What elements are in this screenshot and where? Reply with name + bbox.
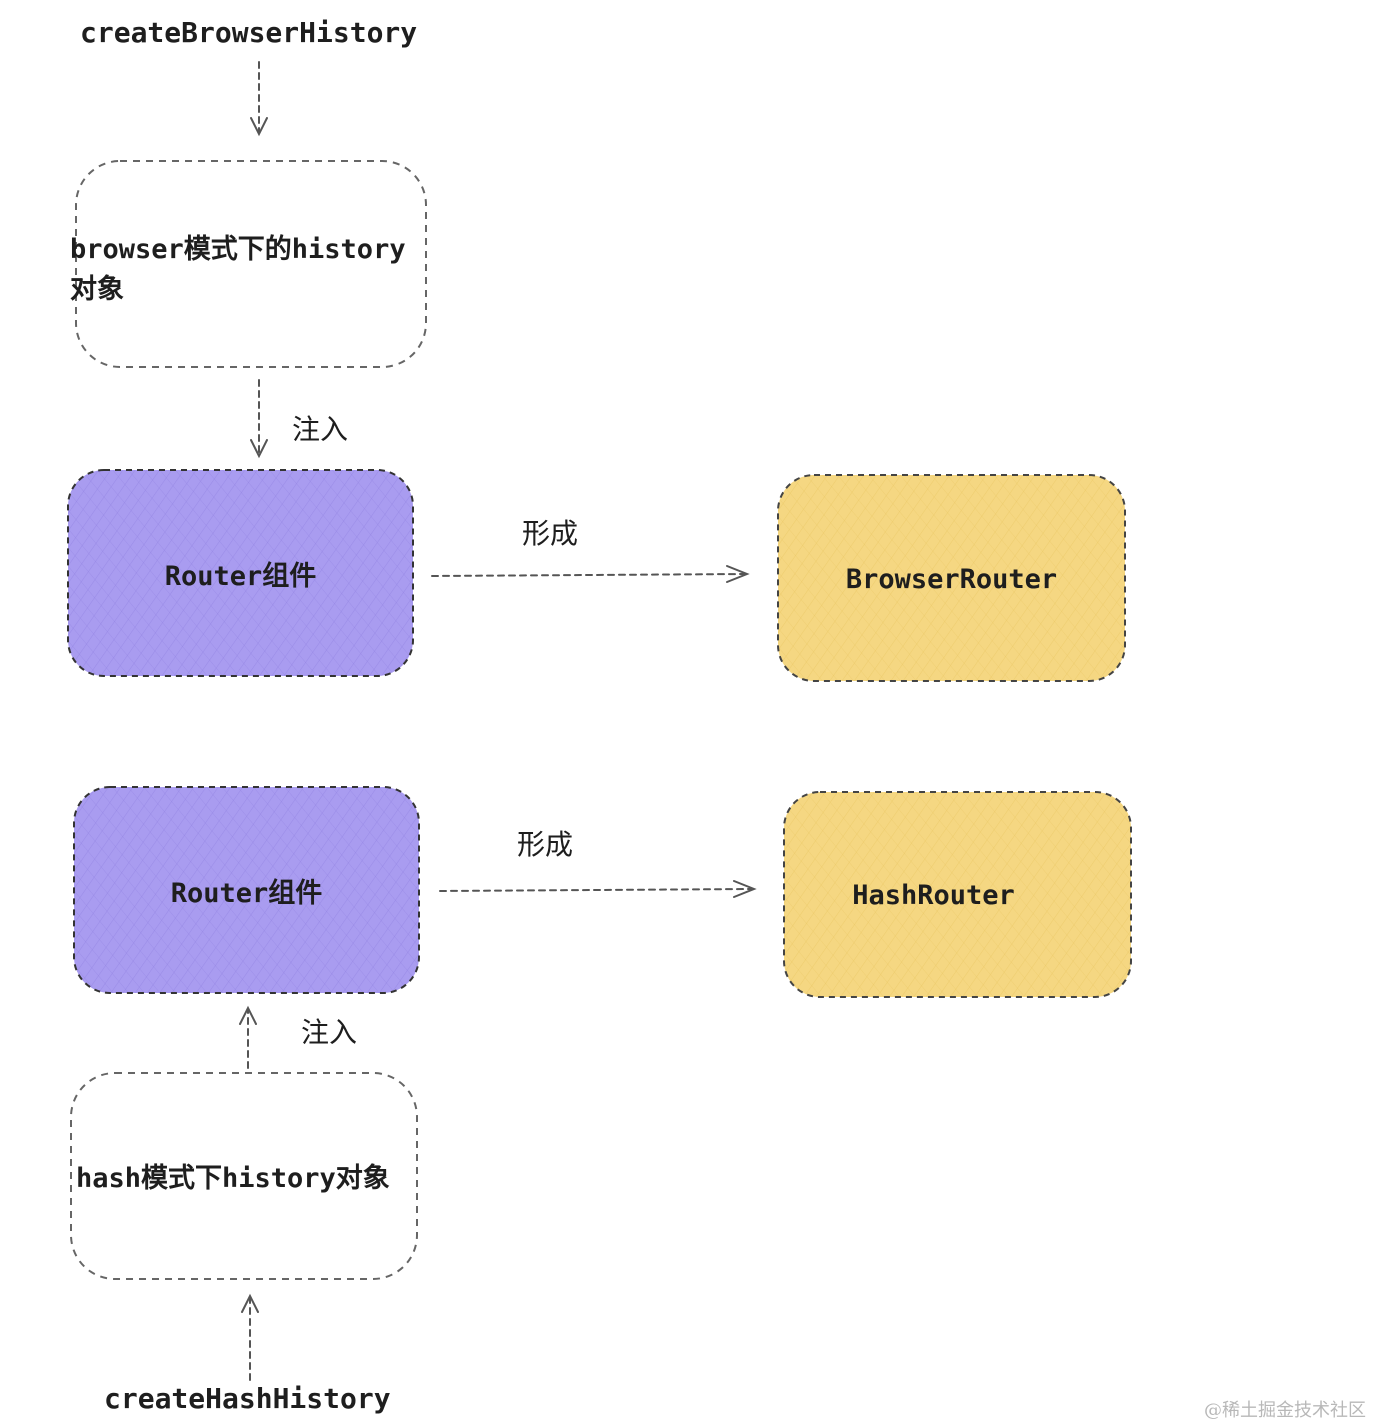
arrowhead-right-1 (726, 565, 750, 583)
router-bottom-label: Router组件 (170, 878, 323, 909)
router-top-box[interactable] (67, 469, 414, 677)
browser-history-node-box[interactable] (75, 160, 427, 368)
browser-router-box[interactable] (777, 474, 1126, 682)
arrowhead-up-1 (239, 1005, 257, 1025)
create-hash-history-label: createHashHistory (104, 1382, 391, 1415)
arrowhead-down-2 (250, 439, 268, 459)
watermark: @稀土掘金技术社区 (1204, 1400, 1366, 1421)
hash-history-node-box[interactable] (70, 1072, 418, 1280)
arrowhead-down-1 (250, 117, 268, 137)
arrow-router-to-browser-router (431, 573, 746, 577)
hash-history-node-label: hash模式下history对象 (76, 1163, 390, 1194)
router-top-label: Router组件 (164, 561, 317, 592)
create-browser-history-label: createBrowserHistory (80, 16, 418, 49)
browser-history-node-label: browser模式下的history对象 (70, 234, 406, 305)
hash-router-label: HashRouter (852, 880, 1015, 911)
edge-label-form-top: 形成 (522, 517, 579, 550)
arrow-router-to-hash-router (439, 888, 753, 892)
arrowhead-right-2 (733, 880, 757, 898)
edge-label-form-bottom: 形成 (517, 828, 574, 861)
router-bottom-box[interactable] (73, 786, 420, 994)
arrowhead-up-2 (241, 1293, 259, 1313)
edge-label-inject-top: 注入 (292, 413, 349, 446)
browser-router-label: BrowserRouter (845, 564, 1058, 595)
edge-label-inject-bottom: 注入 (301, 1016, 358, 1049)
hash-router-box[interactable] (783, 791, 1132, 998)
